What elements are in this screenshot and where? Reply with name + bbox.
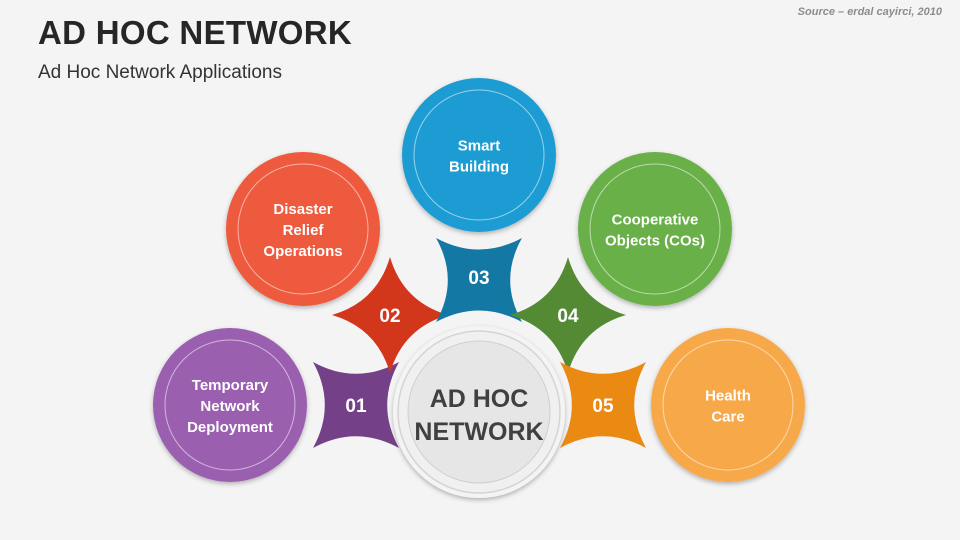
- application-circle-02: [226, 152, 380, 306]
- center-label-line: AD HOC: [430, 385, 529, 413]
- center-label-line: NETWORK: [414, 418, 543, 446]
- page-title: AD HOC NETWORK: [38, 14, 353, 51]
- connector-shape-01: [313, 362, 399, 448]
- application-inner-ring-05: [662, 339, 794, 471]
- application-label-line: Cooperative: [612, 212, 699, 229]
- center-hub: AD HOC NETWORK: [393, 326, 565, 498]
- connector-shape-02: [332, 257, 448, 373]
- step-number-03: 03: [468, 268, 489, 289]
- application-label-line: Care: [711, 409, 744, 426]
- application-label-line: Deployment: [187, 419, 273, 436]
- application-label-line: Network: [200, 398, 260, 415]
- center-hub-core: [407, 340, 551, 484]
- application-circle-01: [153, 328, 307, 482]
- application-inner-ring-03: [413, 89, 545, 221]
- application-circle-03: [402, 78, 556, 232]
- connector-shape-05: [560, 362, 646, 448]
- application-label-line: Health: [705, 388, 751, 405]
- step-number-01: 01: [345, 396, 367, 417]
- connector-group: 01 02 03 04 05: [313, 238, 646, 448]
- step-number-04: 04: [557, 306, 579, 327]
- application-circle-04: [578, 152, 732, 306]
- source-note: Source – erdal cayirci, 2010: [797, 6, 942, 18]
- application-label-line: Temporary: [192, 377, 269, 394]
- connector-shape-04: [510, 257, 626, 373]
- application-label-line: Relief: [283, 222, 325, 239]
- application-inner-ring-01: [164, 339, 296, 471]
- page-subtitle: Ad Hoc Network Applications: [38, 62, 282, 83]
- step-number-02: 02: [379, 306, 400, 327]
- application-circle-05: [651, 328, 805, 482]
- application-label-line: Smart: [458, 138, 501, 155]
- application-inner-ring-04: [589, 163, 721, 295]
- application-inner-ring-02: [237, 163, 369, 295]
- connector-shape-03: [436, 238, 522, 322]
- application-label-line: Operations: [263, 243, 342, 260]
- step-number-05: 05: [592, 396, 614, 417]
- application-label-line: Building: [449, 159, 509, 176]
- application-label-line: Objects (COs): [605, 233, 705, 250]
- application-label-line: Disaster: [273, 201, 332, 218]
